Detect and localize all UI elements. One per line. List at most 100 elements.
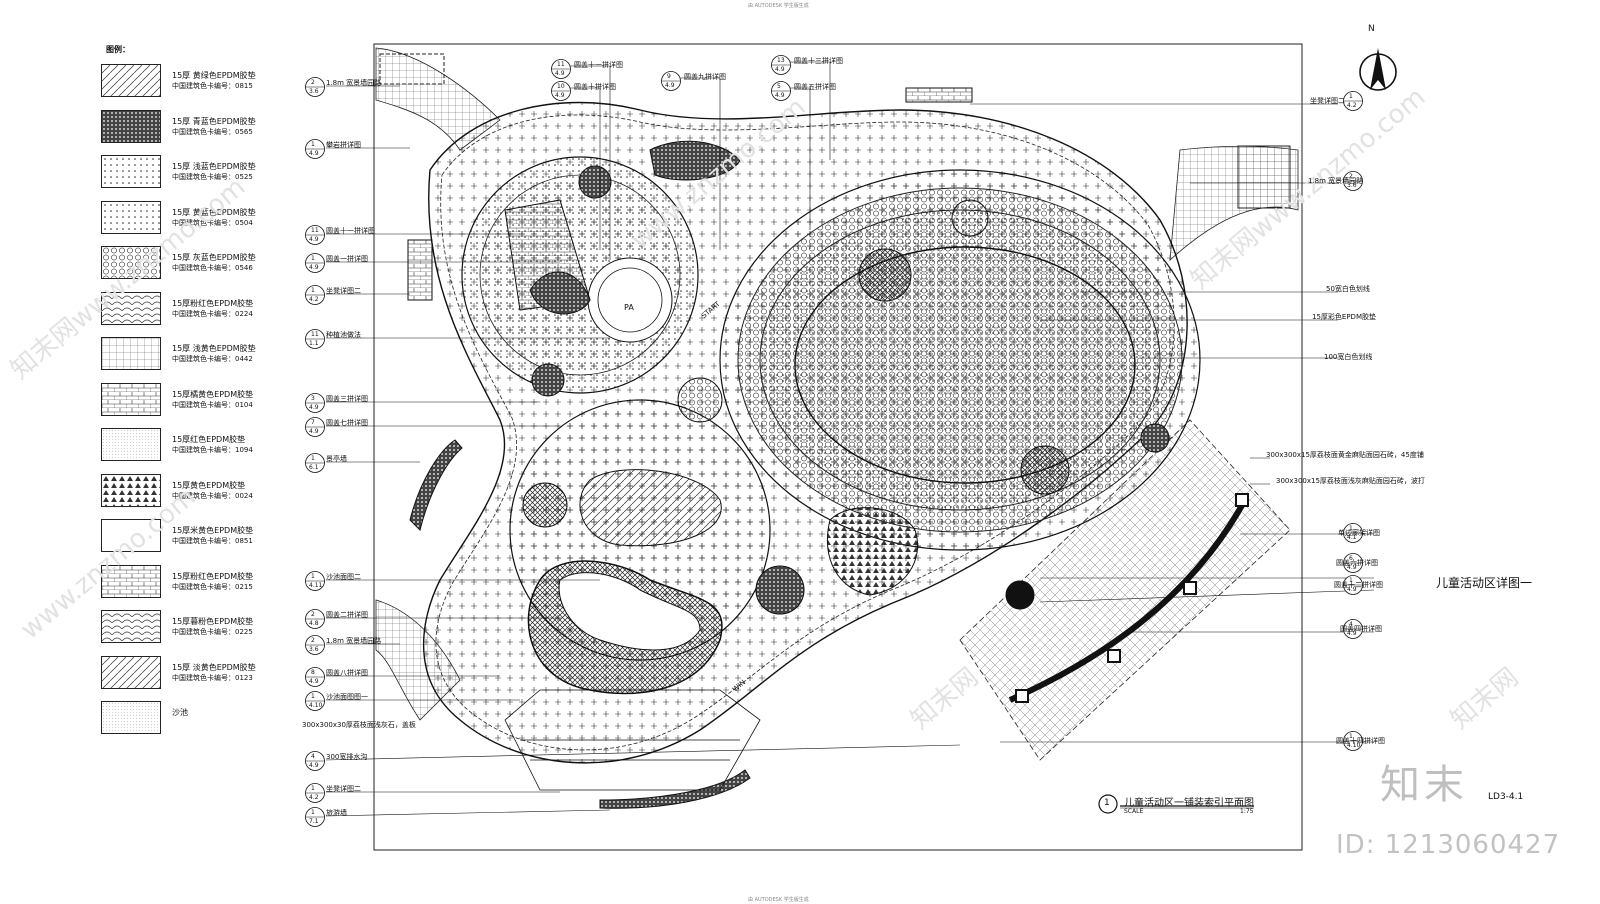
legend-swatch: [101, 473, 161, 507]
play-dot: [1020, 445, 1070, 495]
callout-label: 圆盖九拼详图: [684, 73, 726, 81]
legend-swatch: [101, 428, 161, 461]
legend-item-code: 中国建筑色卡编号：0504: [172, 218, 253, 227]
legend-swatch: [101, 291, 161, 325]
callout-label: 圆盖二拼详图: [326, 611, 368, 619]
callout-tag-bottom: 4.9: [665, 82, 675, 89]
leader-lines: [325, 61, 1375, 817]
callout-tag-top: 11: [311, 331, 319, 338]
watermark-id: ID: 1213060427: [1336, 830, 1561, 860]
callout-tag-top: 4: [311, 753, 315, 760]
play-hill: [826, 507, 919, 596]
callout-label: 沙池面图图一: [326, 693, 368, 701]
callout-tag-bottom: 4.9: [775, 92, 785, 99]
legend-item-code: 中国建筑色卡编号：0104: [172, 400, 253, 409]
tree-symbol: [1005, 580, 1035, 610]
bench: [407, 239, 433, 301]
legend-item-code: 中国建筑色卡编号：0815: [172, 82, 253, 90]
legend-item-code: 中国建筑色卡编号：0442: [172, 355, 253, 363]
north-arrow-needle: [1370, 48, 1386, 90]
callout-label: 1.8m 宽景墙园路: [326, 637, 382, 645]
scale-label: SCALE: [1124, 808, 1144, 815]
drawing-frame: [373, 43, 1303, 851]
callout-tag-bottom: 4.9: [309, 264, 319, 271]
callout-tag-bottom: 3.6: [1347, 182, 1357, 189]
callout-label: 100宽白色划线: [1324, 353, 1373, 361]
callout-tag-bottom: 1.1: [309, 340, 319, 347]
north-label: N: [1368, 24, 1375, 34]
legend-swatch: [101, 564, 161, 598]
legend-item-name: 15厚 浅蓝色EPDM胶垫: [172, 162, 256, 171]
callout-tag-top: 11: [311, 227, 319, 234]
callout-tag-top: 2: [311, 611, 315, 618]
legend-swatch: [101, 200, 161, 234]
bottom-note: 300x300x30厚荔枝面浅灰石，盖板: [302, 721, 416, 729]
legend-swatch: [101, 655, 161, 689]
legend-item-code: 中国建筑色卡编号：0123: [172, 673, 253, 682]
legend-item-code: 中国建筑色卡编号：0215: [172, 582, 253, 591]
callout-label: 圆盖十一拼详图: [574, 61, 623, 69]
callout-label: 单边廊架详图: [1338, 529, 1380, 537]
callout-tag-top: 10: [557, 83, 565, 90]
callout-label: 50宽白色划线: [1326, 285, 1370, 293]
play-dot: [578, 165, 612, 199]
play-dot: [951, 199, 989, 237]
legend-item-name: 15厚 青蓝色EPDM胶垫: [172, 116, 256, 126]
callout-tag-top: 9: [667, 73, 671, 80]
callout-tag-bottom: 4.10: [1347, 742, 1361, 749]
legend-item-name: 15厚粉红色EPDM胶垫: [172, 298, 254, 308]
callout-label: 坐凳详图二: [326, 287, 361, 295]
callout-label: 攀岩拼详图: [326, 141, 361, 149]
callout-tag-bottom: 4.1: [1347, 534, 1357, 541]
callout-tag-top: 7: [311, 419, 315, 426]
callout-tag-bottom: 4.10: [309, 702, 323, 709]
callout-tag-bottom: 4.9: [309, 678, 319, 685]
legend-item-name: 15厚橘黄色EPDM胶垫: [172, 389, 254, 399]
play-dot: [755, 565, 805, 615]
callout-tag-top: 1: [311, 255, 315, 262]
callout-tag-top: 2: [311, 637, 315, 644]
legend-item-name: 15厚黄色EPDM胶垫: [172, 480, 246, 490]
callout-label: 300宽排水沟: [326, 753, 368, 761]
callout-tag-top: 3: [311, 395, 315, 402]
legend-swatch: [101, 701, 161, 734]
play-dot: [858, 248, 912, 302]
detail-label: 儿童活动区详图一: [1436, 576, 1533, 590]
legend-item-name: 15厚暮粉色EPDM胶垫: [172, 617, 254, 626]
callout-tag-bottom: 4.2: [309, 296, 319, 303]
callout-label: 15厚彩色EPDM胶垫: [1312, 313, 1376, 321]
callout-tag-bottom: 4.9: [1347, 564, 1357, 571]
callout-tag-top: 6: [1349, 555, 1353, 562]
legend-item-code: 中国建筑色卡编号：0224: [172, 309, 253, 318]
autodesk-mark-bottom: 由 AUTODESK 学生版生成: [748, 897, 809, 903]
sheet-number: LD3-4.1: [1488, 792, 1524, 802]
callout-tag-top: 2: [311, 79, 315, 86]
callout-label: 圆盖一拼详图: [326, 255, 368, 263]
legend-swatch: [101, 109, 161, 143]
legend-item-name: 15厚 黄绿色EPDM胶垫: [172, 71, 256, 80]
callout-tag-top: 13: [777, 57, 785, 64]
bench: [599, 769, 751, 809]
svg-text:知末网www.znzmo.com: 知末网www.znzmo.com: [5, 172, 251, 385]
callout-label: 1.8m 宽景墙园路: [326, 79, 382, 87]
callout-tag-top: 1: [1349, 525, 1353, 532]
legend-item-code: 中国建筑色卡编号：0851: [172, 537, 253, 545]
legend-item-code: 中国建筑色卡编号：0024: [172, 491, 253, 500]
callout-tag-top: 1: [311, 693, 315, 700]
